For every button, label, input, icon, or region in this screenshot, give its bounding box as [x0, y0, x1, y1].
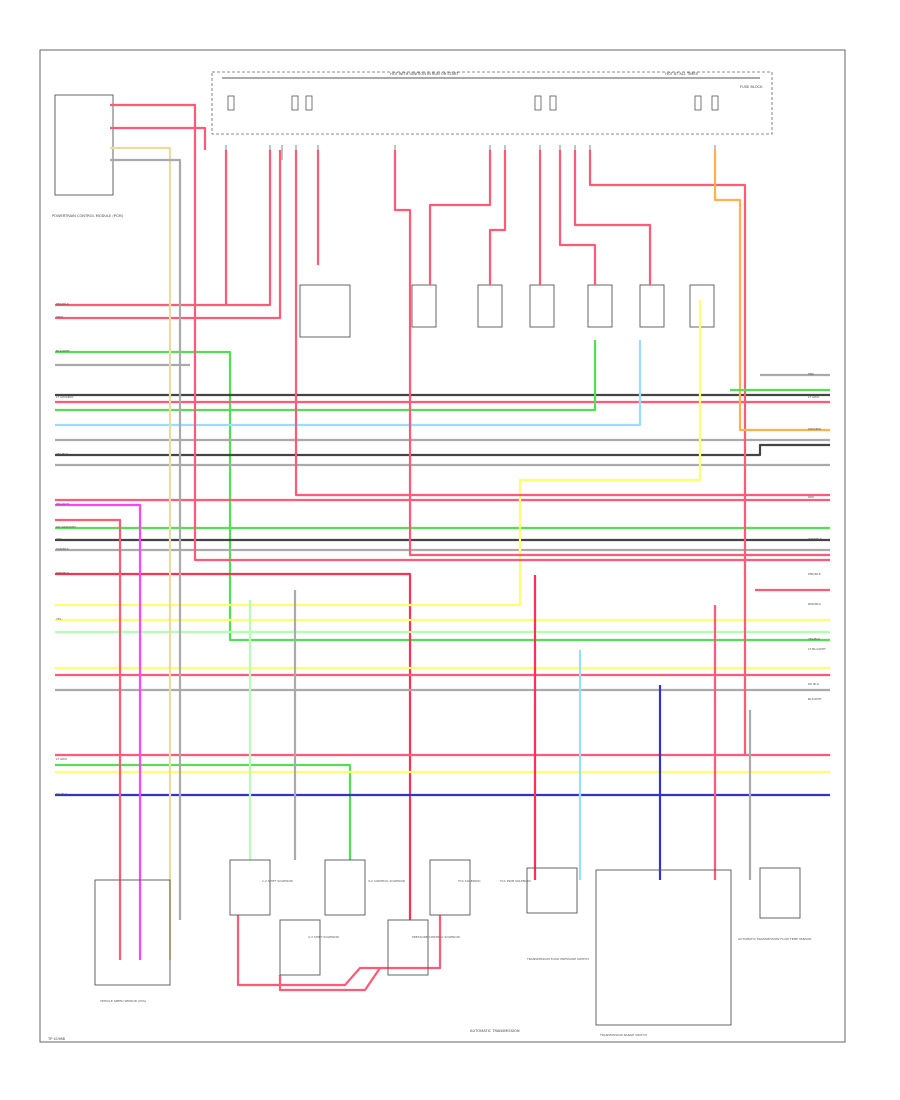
solenoid-label-6: TCC PWM SOLENOID — [499, 879, 531, 883]
right-wire-label: DK BLU — [808, 682, 819, 686]
wire-drop-8 — [558, 150, 597, 285]
wire-lt-grn-3 — [55, 763, 352, 860]
component-label-3: AUTOMATIC TRANSMISSION FLUID TEMP SENSOR — [738, 937, 811, 941]
solenoid-label-4: PRESSURE CONTROL SOLENOID — [412, 935, 461, 939]
right-wire-label: PNK/BLK — [808, 572, 822, 576]
diagram-border — [39, 49, 846, 1043]
wire-drop-10 — [588, 150, 747, 755]
right-wire-label: RED/BLK — [808, 602, 822, 606]
right-wire-label: BLK/WHT — [808, 697, 822, 701]
wire-dk-grn — [55, 340, 597, 412]
component-label-2: TRANSMISSION FLUID PRESSURE SWITCH — [526, 957, 589, 961]
solenoid-label-5: TCC SOLENOID — [457, 879, 481, 883]
fuse-row — [227, 95, 719, 111]
wire-bottom-loop-2 — [278, 967, 381, 992]
wire-orn — [55, 150, 282, 320]
solenoid-label-1: 1-2 SHIFT SOLENOID — [262, 879, 294, 883]
left-wire-label: TAN/BLK — [55, 547, 70, 551]
wire-pnk-blk — [55, 150, 272, 307]
top-bus-label: HOT WITH IGNITION IN RUN OR START — [390, 72, 459, 76]
wire-orn-blk — [713, 150, 830, 432]
bottom-components — [94, 859, 801, 1026]
left-wire-label: RED/BLK — [56, 571, 70, 575]
pcm-connector-box — [54, 94, 114, 196]
right-wire-label: WHT/BLK — [808, 537, 823, 541]
solenoid-label-2: 2-3 SHIFT SOLENOID — [308, 935, 340, 939]
right-wire-label: RED — [808, 495, 815, 499]
wire-left-tan — [110, 146, 172, 960]
wire-left-gray — [110, 158, 182, 920]
left-wire-label: LT GRN — [56, 757, 67, 761]
page-label: TP 41988 — [47, 1037, 66, 1041]
solenoid-label-3: 3-2 CONTROL SOLENOID — [368, 879, 406, 883]
wire-drop-4 — [393, 150, 830, 557]
top-right-bus-label: HOT AT ALL TIMES — [665, 72, 699, 76]
left-wire-label: LT GRN/BLK — [56, 395, 74, 399]
left-wire-label: PNK/BLK — [56, 302, 70, 306]
fuse-block-label: FUSE BLOCK — [740, 85, 763, 89]
wire-yel — [55, 300, 702, 607]
wire-magenta — [55, 503, 142, 960]
right-wire-label: ORN/BLK — [808, 427, 822, 431]
connector-row — [225, 145, 716, 160]
section-label: AUTOMATIC TRANSMISSION — [470, 1029, 520, 1033]
wire-drop-5 — [428, 150, 492, 285]
fuse-block-outline — [211, 71, 773, 135]
bottom-texts: AUTOMATIC TRANSMISSION TP 41988 1-2 SHIF… — [47, 879, 811, 1041]
wire-bundle — [55, 103, 830, 992]
component-label-1: VEHICLE SPEED SENSOR (VSS) — [100, 999, 146, 1003]
left-wire-labels: PNK/BLK ORN BLK/WHT LT GRN/BLK YEL/BLK D… — [55, 302, 76, 796]
wire-lt-grn-blk — [55, 350, 830, 642]
right-wire-label: LT GRN — [808, 395, 819, 399]
right-wire-label: PNK — [808, 372, 815, 376]
left-wire-label: DK GRN/WHT — [56, 525, 76, 529]
wire-lt-blu — [55, 340, 642, 427]
wire-drop-2 — [294, 150, 830, 497]
left-wire-label: DK BLU — [56, 792, 67, 796]
left-wire-label: ORN — [56, 315, 63, 319]
wire-left-pink-2 — [110, 126, 207, 150]
right-wire-label: LT BLU/WHT — [808, 647, 826, 651]
wire-black-2 — [55, 443, 830, 457]
left-wire-label: BLK/WHT — [56, 349, 70, 353]
left-wire-label: YEL/BLK — [56, 452, 69, 456]
left-wire-label: PPL/WHT — [56, 502, 70, 506]
wire-left-pink — [110, 103, 830, 562]
component-label-4: TRANSMISSION RANGE SWITCH — [599, 1033, 647, 1037]
left-module-label: POWERTRAIN CONTROL MODULE (PCM) — [52, 214, 124, 218]
wire-drop-9 — [573, 150, 652, 285]
right-wire-labels: PNK LT GRN ORN/BLK RED PNK/BLK WHT/BLK R… — [808, 372, 826, 701]
control-module-boxes — [299, 284, 715, 338]
right-wire-label: YEL/BLK — [808, 637, 821, 641]
wire-pink-left — [55, 518, 122, 960]
left-wire-label: YEL — [56, 617, 62, 621]
wire-red-blk — [55, 572, 412, 920]
wire-drop-6 — [488, 150, 507, 285]
wire-bottom-loop — [236, 915, 442, 987]
left-wire-label: GRY — [56, 537, 62, 541]
